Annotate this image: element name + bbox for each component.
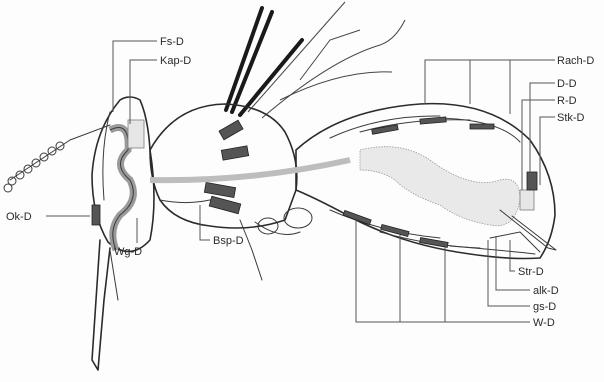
label-gs: gs-D bbox=[533, 301, 556, 313]
midgut bbox=[360, 147, 520, 226]
wing-vein-4 bbox=[300, 30, 360, 80]
leader-lines bbox=[46, 41, 555, 322]
proboscis bbox=[92, 240, 110, 370]
leader-kap bbox=[130, 60, 157, 124]
label-dd: D-D bbox=[557, 78, 577, 90]
coxa-3 bbox=[284, 208, 312, 228]
abdomen bbox=[150, 104, 556, 259]
leader-dd bbox=[530, 83, 555, 178]
thorax-suture bbox=[160, 198, 218, 203]
thorax-glands bbox=[204, 120, 248, 214]
wings bbox=[226, 2, 405, 118]
wing-edge-2 bbox=[262, 20, 405, 118]
label-ok: Ok-D bbox=[6, 211, 32, 223]
leader-bsp bbox=[200, 205, 210, 240]
label-str: Str-D bbox=[518, 266, 544, 278]
label-wg: Wg-D bbox=[114, 246, 142, 258]
forewing-vein-3 bbox=[240, 40, 302, 115]
label-bsp: Bsp-D bbox=[213, 235, 244, 247]
label-rd: R-D bbox=[557, 95, 577, 107]
label-kap: Kap-D bbox=[160, 55, 191, 67]
label-fs: Fs-D bbox=[160, 36, 184, 48]
label-alk: alk-D bbox=[533, 285, 559, 297]
label-rach: Rach-D bbox=[557, 55, 594, 67]
leader-str bbox=[510, 240, 515, 271]
forewing-vein-2 bbox=[232, 12, 272, 112]
mandibular-gland bbox=[92, 205, 100, 225]
wing-edge-3 bbox=[280, 72, 392, 100]
head bbox=[4, 97, 154, 370]
thorax bbox=[150, 104, 312, 280]
head-gland-cluster bbox=[128, 120, 144, 148]
leader-rach-main bbox=[425, 60, 555, 104]
leader-alk bbox=[496, 236, 530, 290]
wing-edge-1 bbox=[248, 2, 345, 112]
oesophagus bbox=[150, 160, 350, 180]
label-stk: Stk-D bbox=[557, 112, 585, 124]
label-wd: W-D bbox=[533, 317, 555, 329]
